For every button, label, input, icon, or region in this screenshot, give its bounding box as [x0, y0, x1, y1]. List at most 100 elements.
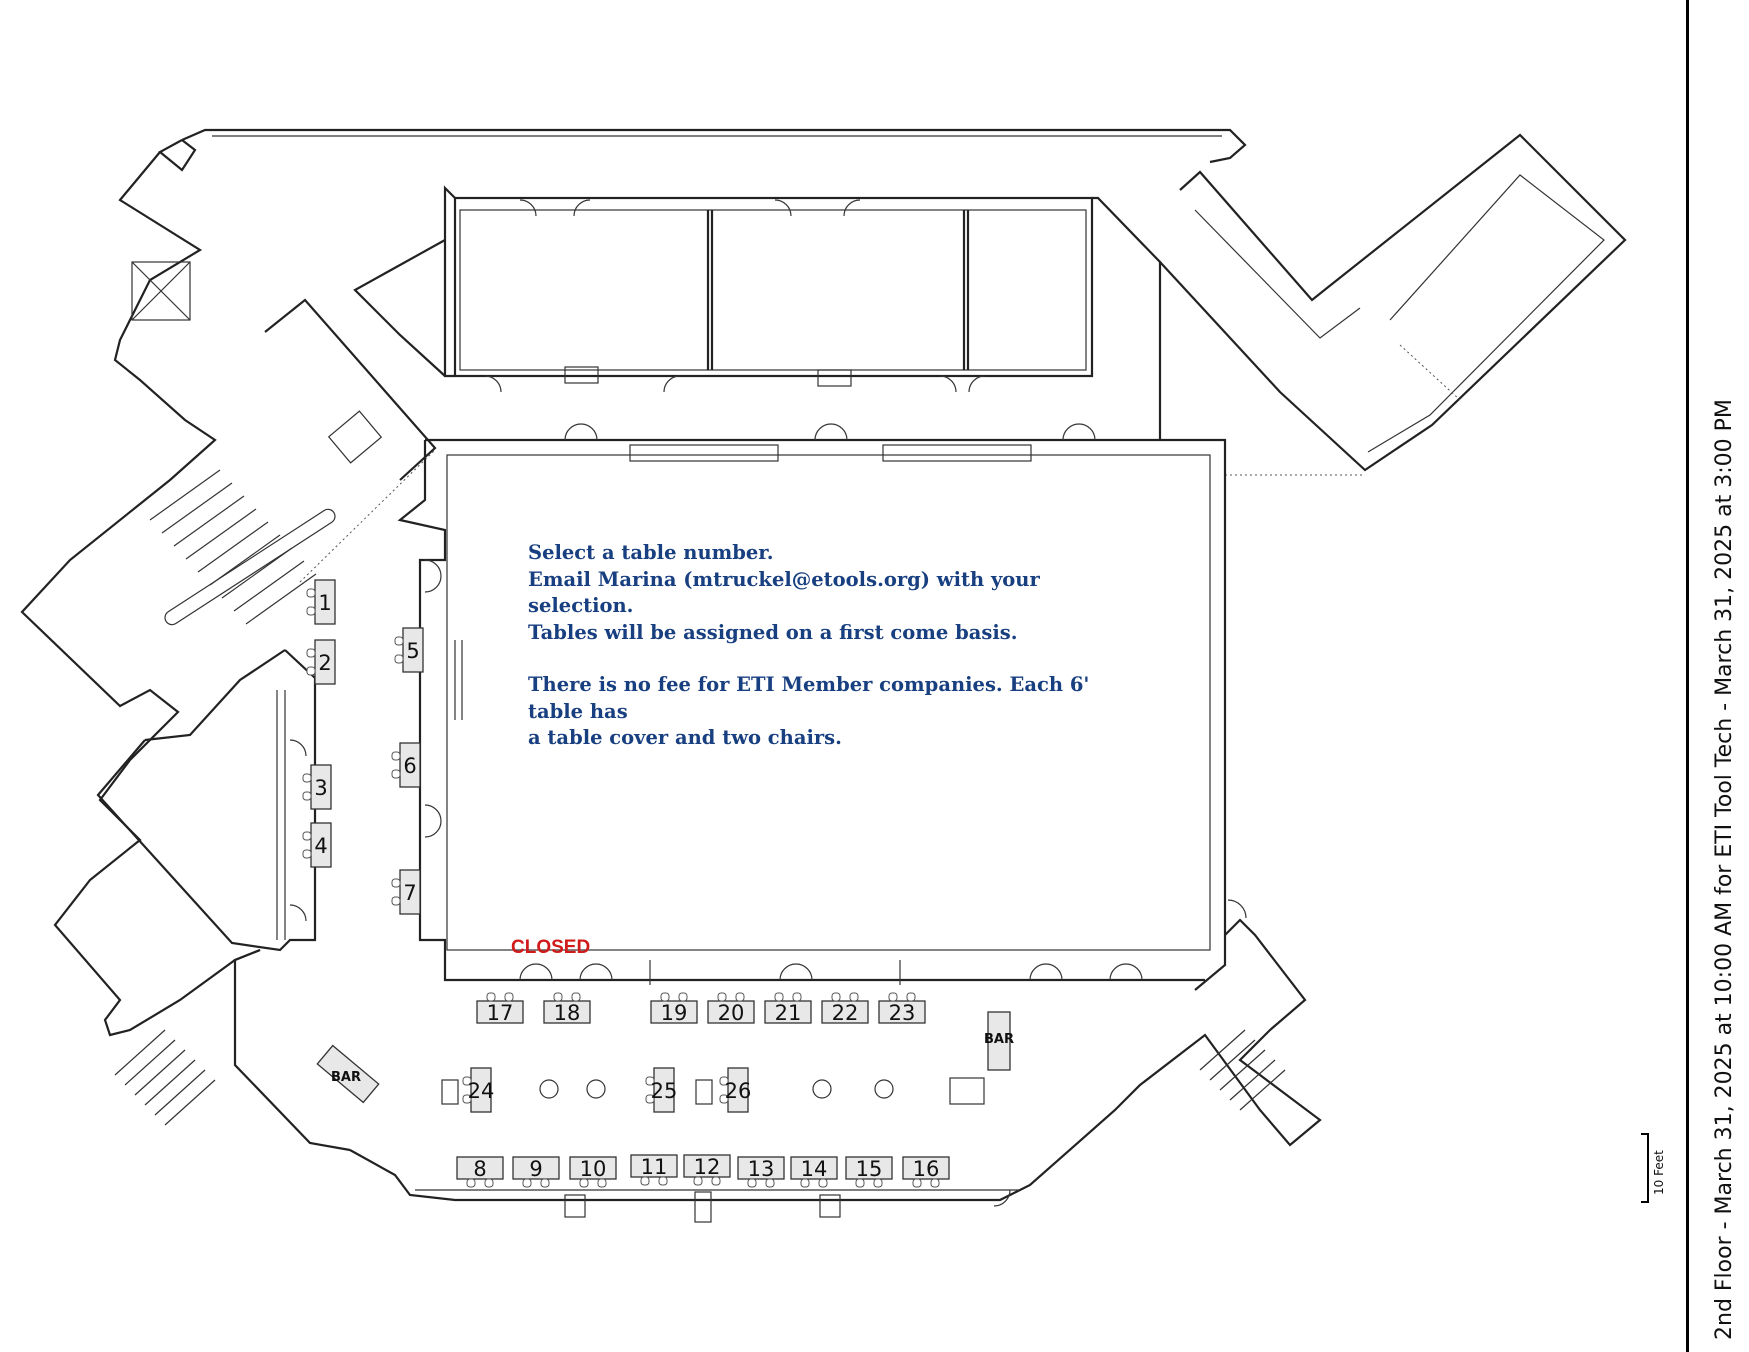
- table-number: 26: [725, 1079, 752, 1103]
- chair: [597, 1178, 607, 1188]
- exhibit-table-25[interactable]: 25: [645, 1067, 677, 1113]
- chair: [717, 992, 727, 1002]
- table-number: 14: [801, 1157, 828, 1181]
- chair: [553, 992, 563, 1002]
- chair: [486, 992, 496, 1002]
- chair: [719, 1094, 729, 1104]
- table-number: 18: [554, 1001, 581, 1025]
- exhibit-table-19[interactable]: 19: [650, 992, 698, 1025]
- table-rect: [845, 1156, 893, 1180]
- chair: [719, 1076, 729, 1086]
- exhibit-table-26[interactable]: 26: [719, 1067, 752, 1113]
- chair: [800, 1178, 810, 1188]
- chair: [774, 992, 784, 1002]
- chair: [579, 1178, 589, 1188]
- exhibit-table-21[interactable]: 21: [764, 992, 812, 1025]
- exhibit-table-15[interactable]: 15: [845, 1156, 893, 1188]
- exhibit-table-4[interactable]: 4: [302, 822, 332, 868]
- chair: [391, 751, 401, 761]
- exhibit-table-22[interactable]: 22: [821, 992, 869, 1025]
- exhibit-table-13[interactable]: 13: [737, 1156, 785, 1188]
- chair: [462, 1076, 472, 1086]
- table-rect: [790, 1156, 838, 1180]
- chair: [462, 1094, 472, 1104]
- scale-label: 10 Feet: [1652, 1150, 1666, 1195]
- exhibit-table-16[interactable]: 16: [902, 1156, 950, 1188]
- table-number: 22: [832, 1001, 859, 1025]
- exhibit-table-23[interactable]: 23: [878, 992, 926, 1025]
- table-rect: [707, 1000, 755, 1024]
- exhibit-table-9[interactable]: 9: [512, 1156, 560, 1188]
- chair: [302, 831, 312, 841]
- chair: [678, 992, 688, 1002]
- table-number: 13: [748, 1157, 775, 1181]
- table-rect: [569, 1156, 617, 1180]
- table-rect: [878, 1000, 926, 1024]
- chair: [394, 636, 404, 646]
- exhibit-table-5[interactable]: 5: [394, 627, 424, 673]
- table-number: 7: [403, 881, 416, 905]
- table-rect: [456, 1156, 504, 1180]
- table-rect: [402, 627, 424, 673]
- table-rect: [902, 1156, 950, 1180]
- chair: [302, 849, 312, 859]
- exhibit-table-20[interactable]: 20: [707, 992, 755, 1025]
- chair: [391, 896, 401, 906]
- chair: [735, 992, 745, 1002]
- exhibit-table-2[interactable]: 2: [306, 639, 336, 685]
- table-number: 19: [661, 1001, 688, 1025]
- instruction-line-1: Select a table number.: [528, 541, 774, 564]
- chair: [302, 791, 312, 801]
- chair: [747, 1178, 757, 1188]
- exhibit-table-11[interactable]: 11: [630, 1154, 678, 1186]
- exhibit-table-18[interactable]: 18: [543, 992, 591, 1025]
- table-number: 2: [318, 651, 331, 675]
- chair: [394, 654, 404, 664]
- stairs-upper: [149, 469, 336, 626]
- table-number: 11: [641, 1155, 668, 1179]
- chair: [888, 992, 898, 1002]
- instruction-line-4: There is no fee for ETI Member companies…: [528, 673, 1090, 723]
- table-number: 9: [529, 1157, 542, 1181]
- stairs-lower: [114, 1029, 216, 1126]
- exhibit-table-1[interactable]: 1: [306, 579, 336, 625]
- table-rect: [470, 1067, 492, 1113]
- table-rect: [630, 1154, 678, 1178]
- chair: [660, 992, 670, 1002]
- chair: [711, 1176, 721, 1186]
- exhibit-table-7[interactable]: 7: [391, 869, 421, 915]
- stairs-right: [1199, 1029, 1286, 1111]
- table-rect: [683, 1154, 731, 1178]
- chair: [906, 992, 916, 1002]
- bar-right: BAR: [984, 1011, 1014, 1071]
- chair: [306, 606, 316, 616]
- exhibit-table-17[interactable]: 17: [476, 992, 524, 1025]
- chair: [873, 1178, 883, 1188]
- chair: [306, 588, 316, 598]
- chair: [693, 1176, 703, 1186]
- instruction-line-3: Tables will be assigned on a first come …: [528, 620, 1018, 644]
- exhibit-table-3[interactable]: 3: [302, 764, 332, 810]
- instruction-line-2: Email Marina (mtruckel@etools.org) with …: [528, 567, 1040, 618]
- page-title: 2nd Floor - March 31, 2025 at 10:00 AM f…: [1712, 399, 1737, 1340]
- exhibit-table-12[interactable]: 12: [683, 1154, 731, 1186]
- table-number: 20: [718, 1001, 745, 1025]
- chair: [484, 1178, 494, 1188]
- ballroom: [397, 438, 1227, 991]
- table-number: 1: [318, 591, 331, 615]
- chair: [912, 1178, 922, 1188]
- exhibit-table-24[interactable]: 24: [462, 1067, 494, 1113]
- bar-left-label: BAR: [331, 1070, 361, 1085]
- chair: [765, 1178, 775, 1188]
- exhibit-table-10[interactable]: 10: [569, 1156, 617, 1188]
- table-number: 8: [473, 1157, 486, 1181]
- exhibit-table-8[interactable]: 8: [456, 1156, 504, 1188]
- chair: [522, 1178, 532, 1188]
- right-wing: [1159, 133, 1627, 476]
- exhibit-table-6[interactable]: 6: [391, 742, 421, 788]
- chair: [792, 992, 802, 1002]
- exhibit-table-14[interactable]: 14: [790, 1156, 838, 1188]
- chair: [466, 1178, 476, 1188]
